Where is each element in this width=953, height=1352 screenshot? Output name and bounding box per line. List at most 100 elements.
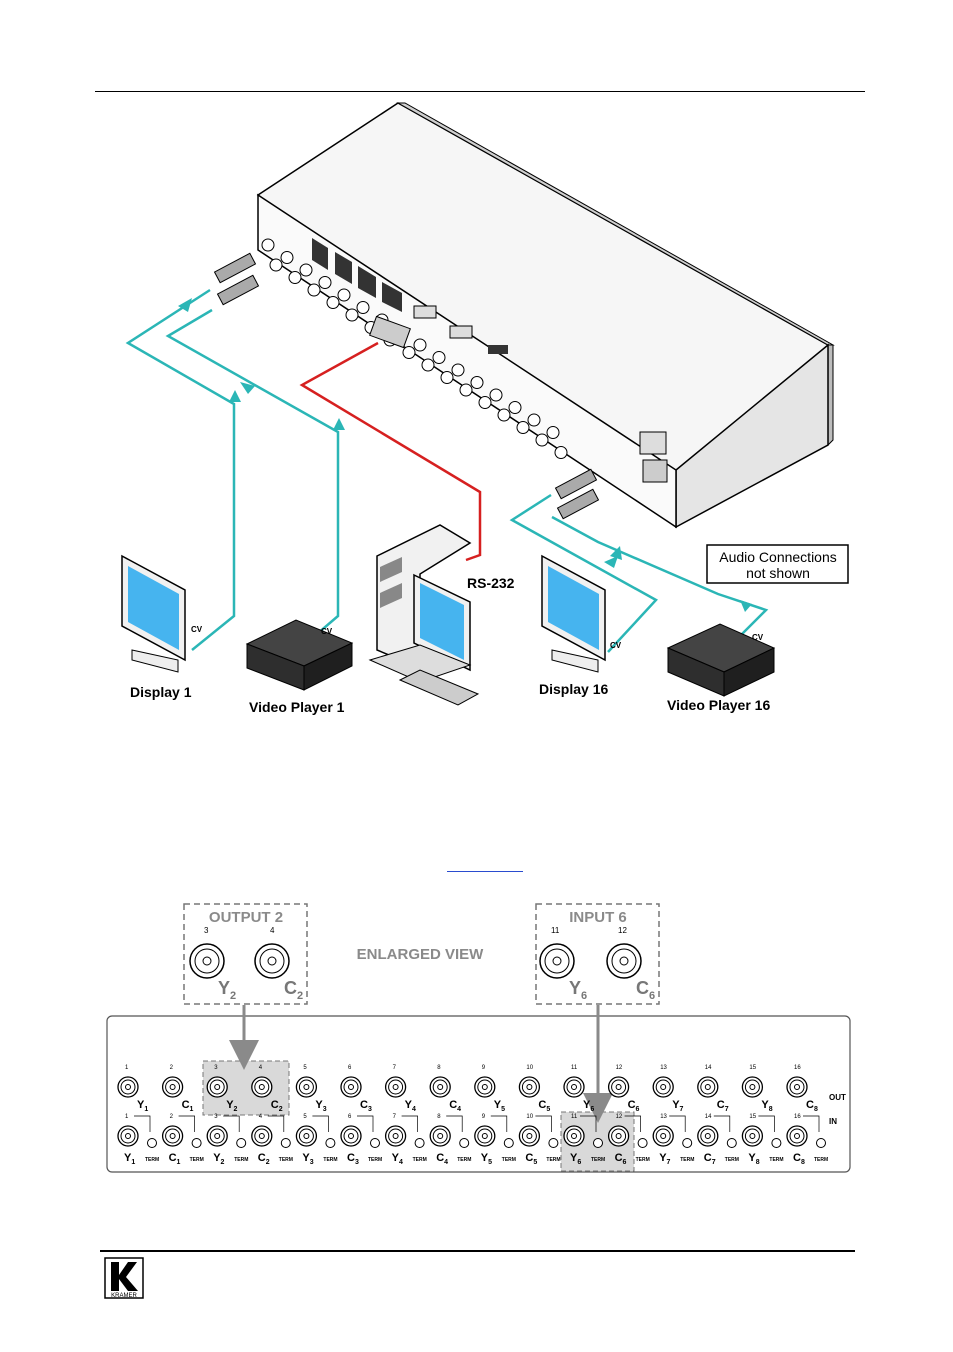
out-bnc-connector xyxy=(384,1076,407,1098)
out-connector-number: 5 xyxy=(303,1065,307,1071)
rear-panel-diagram: OUTPUT 2 3 4 Y2 C2 ENLARGED VIEW INPUT 6… xyxy=(106,903,851,1173)
in-connector-label: Y2 xyxy=(213,1152,224,1166)
out-bnc-connector xyxy=(741,1076,764,1098)
video-player-1-label: Video Player 1 xyxy=(249,699,345,715)
out-label: OUT xyxy=(829,1093,846,1102)
switcher-device xyxy=(256,102,835,529)
term-label: TERM xyxy=(279,1157,293,1163)
term-switch[interactable] xyxy=(816,1138,826,1148)
term-switch[interactable] xyxy=(637,1138,648,1148)
out-bnc-connector xyxy=(206,1076,228,1098)
input-6-bnc-y xyxy=(539,943,575,979)
cross-reference-link[interactable] xyxy=(447,871,523,872)
input-6-title: INPUT 6 xyxy=(569,909,627,926)
out-connector-number: 4 xyxy=(259,1065,263,1071)
term-bracket xyxy=(624,1115,641,1132)
in-bnc-connector xyxy=(161,1125,184,1147)
term-label: TERM xyxy=(680,1157,694,1163)
term-bracket xyxy=(758,1115,775,1132)
video-player-16 xyxy=(666,623,776,697)
term-switch[interactable] xyxy=(771,1138,782,1148)
term-switch[interactable] xyxy=(236,1138,247,1148)
bnc-plugs xyxy=(213,252,600,520)
out-connector-number: 7 xyxy=(393,1065,397,1071)
term-label: TERM xyxy=(323,1157,337,1163)
term-label: TERM xyxy=(368,1157,382,1163)
in-connector-number: 1 xyxy=(125,1114,129,1120)
term-switch[interactable] xyxy=(147,1138,157,1148)
cable-arrows xyxy=(178,298,752,612)
in-bnc-connector xyxy=(697,1125,719,1147)
term-label: TERM xyxy=(725,1157,739,1163)
out-bnc-connector xyxy=(607,1076,630,1098)
in-bnc-connector xyxy=(652,1125,674,1147)
out-bnc-connector xyxy=(518,1076,541,1098)
in-connector-label: Y6 xyxy=(570,1152,581,1166)
out-connector-label: Y3 xyxy=(315,1099,326,1113)
term-bracket xyxy=(535,1115,552,1132)
audio-note-line2: not shown xyxy=(746,565,810,581)
kramer-logo-text: KRAMER xyxy=(111,1293,137,1299)
cables xyxy=(125,288,769,653)
out-bnc-connector xyxy=(474,1076,496,1098)
term-bracket xyxy=(357,1115,374,1132)
connection-diagram: Audio Connections not shown RS-232 Displ… xyxy=(121,102,849,715)
output-2-num-c: 4 xyxy=(270,926,275,935)
cv-label-player16: CV xyxy=(752,633,764,642)
term-switch[interactable] xyxy=(548,1138,559,1148)
input-6-num-y: 11 xyxy=(551,926,560,935)
computer xyxy=(368,524,480,706)
out-connector-label: C1 xyxy=(182,1099,194,1113)
out-bnc-connector xyxy=(340,1076,362,1098)
out-connector-number: 12 xyxy=(616,1065,623,1071)
term-bracket xyxy=(803,1115,820,1132)
kramer-logo: KRAMER xyxy=(104,1257,144,1299)
term-switch[interactable] xyxy=(325,1138,336,1148)
in-connector-label: Y4 xyxy=(392,1152,403,1166)
input-6-bnc-c xyxy=(606,943,642,979)
in-bnc-connector xyxy=(786,1125,808,1147)
term-switch[interactable] xyxy=(280,1138,291,1148)
in-bnc-connector xyxy=(251,1125,273,1147)
term-label: TERM xyxy=(502,1157,516,1163)
video-player-16-label: Video Player 16 xyxy=(667,697,770,713)
term-switch[interactable] xyxy=(593,1138,603,1148)
in-connector-number: 7 xyxy=(393,1114,397,1120)
out-connector-label: Y7 xyxy=(672,1099,683,1113)
term-switch[interactable] xyxy=(459,1138,470,1148)
header-rule xyxy=(95,91,865,92)
out-connector-label: Y8 xyxy=(761,1099,772,1113)
out-connector-label: C3 xyxy=(360,1099,372,1113)
in-connector-number: 10 xyxy=(526,1114,533,1120)
video-player-1 xyxy=(245,619,354,691)
term-label: TERM xyxy=(769,1157,783,1163)
in-connector-label: Y7 xyxy=(659,1152,670,1166)
out-bnc-connector xyxy=(652,1076,674,1098)
in-connector-label: C2 xyxy=(258,1152,270,1166)
term-bracket xyxy=(401,1115,418,1132)
display-16-label: Display 16 xyxy=(539,681,608,697)
in-connector-label: C8 xyxy=(793,1152,805,1166)
term-label: TERM xyxy=(591,1157,605,1163)
cv-label-display1: CV xyxy=(191,625,203,634)
audio-note-box xyxy=(706,544,849,584)
display-16 xyxy=(541,554,606,673)
in-connector-number: 12 xyxy=(616,1114,623,1120)
output-2-bnc-y xyxy=(189,943,225,979)
in-connector-number: 14 xyxy=(705,1114,712,1120)
term-switch[interactable] xyxy=(191,1138,202,1148)
out-bnc-connector xyxy=(563,1076,585,1098)
term-switch[interactable] xyxy=(682,1138,693,1148)
out-bnc-connector xyxy=(161,1076,184,1098)
term-switch[interactable] xyxy=(414,1138,425,1148)
out-bnc-connector xyxy=(697,1076,719,1098)
term-label: TERM xyxy=(457,1157,471,1163)
output-2-y-label: Y2 xyxy=(218,978,236,1002)
out-connector-number: 6 xyxy=(348,1065,352,1071)
out-bnc-connector xyxy=(429,1076,451,1098)
term-switch[interactable] xyxy=(370,1138,380,1148)
out-connector-label: Y6 xyxy=(583,1099,594,1113)
in-bnc-connector xyxy=(117,1125,139,1147)
term-switch[interactable] xyxy=(503,1138,514,1148)
term-switch[interactable] xyxy=(726,1138,737,1148)
